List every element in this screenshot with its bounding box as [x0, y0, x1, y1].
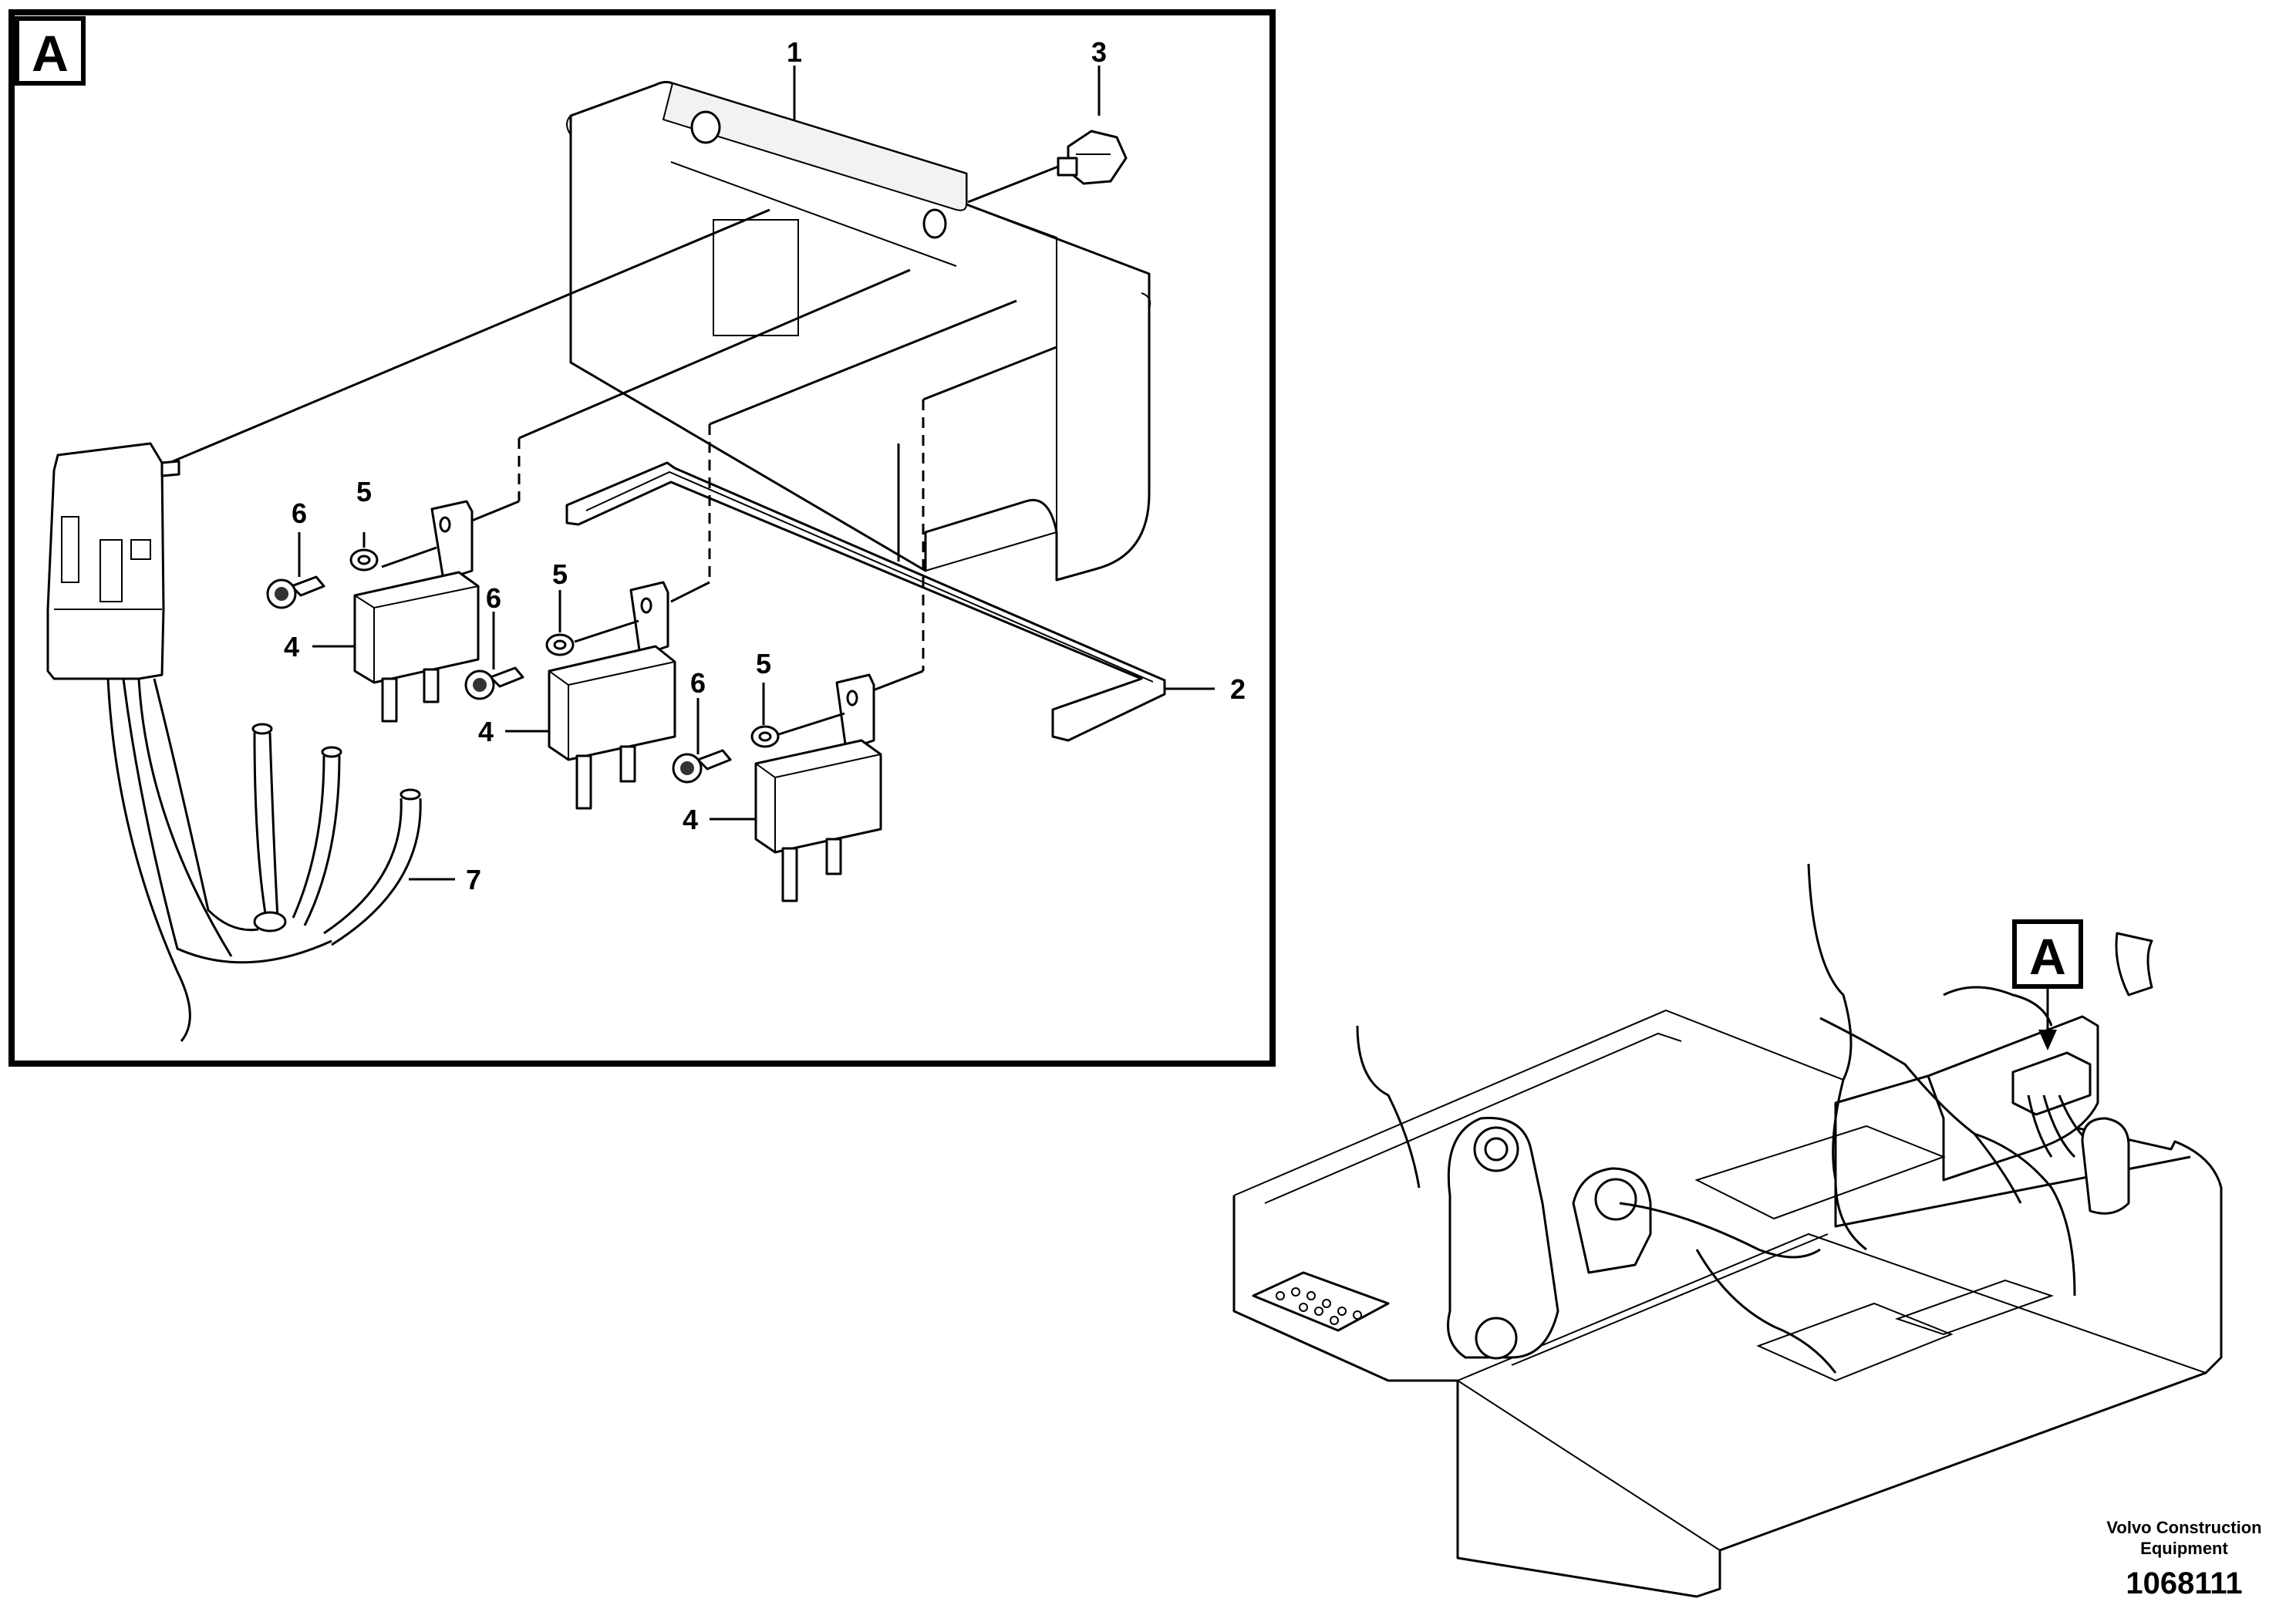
- detail-tag-label: A: [32, 25, 69, 82]
- detail-view-a: A: [8, 9, 1276, 1067]
- callout-5-c: 5: [756, 648, 771, 679]
- plate-part-2: [565, 461, 1166, 742]
- relay-assembly-3: [672, 673, 882, 902]
- callout-4-a: 4: [284, 631, 299, 663]
- harness-part-7: [46, 442, 422, 1042]
- drawing-number: 1068111: [2126, 1566, 2242, 1600]
- callout-4-b: 4: [478, 716, 494, 747]
- detail-tag: A: [15, 16, 86, 86]
- step-holes: [1276, 1287, 1362, 1325]
- callouts: 1 3 2 5 6 4 5 6 4 5 6 4 7: [284, 36, 1246, 895]
- callout-7: 7: [466, 864, 481, 895]
- callout-5-b: 5: [552, 558, 568, 590]
- callout-5-a: 5: [356, 476, 372, 508]
- bracket-part-1: [566, 80, 1151, 582]
- footer-company-line1: Volvo Construction: [2106, 1518, 2261, 1537]
- callout-6-a: 6: [292, 497, 307, 529]
- relay-assembly-1: [266, 500, 480, 723]
- callout-6-b: 6: [486, 582, 501, 614]
- callout-3: 3: [1091, 36, 1107, 68]
- footer: Volvo Construction Equipment 1068111: [2106, 1518, 2261, 1600]
- footer-company-line2: Equipment: [2140, 1539, 2228, 1558]
- relay-cluster: [2011, 1051, 2099, 1158]
- callout-1: 1: [787, 36, 802, 68]
- overview-tag-label: A: [2029, 928, 2066, 985]
- bolt-part-3: [967, 130, 1128, 204]
- overview-tag: A: [2012, 919, 2083, 1050]
- callout-4-c: 4: [683, 804, 698, 835]
- overview-machine-frame: [1232, 863, 2223, 1598]
- callout-6-c: 6: [690, 667, 706, 699]
- relay-assembly-2: [464, 581, 676, 810]
- callout-2: 2: [1230, 673, 1246, 705]
